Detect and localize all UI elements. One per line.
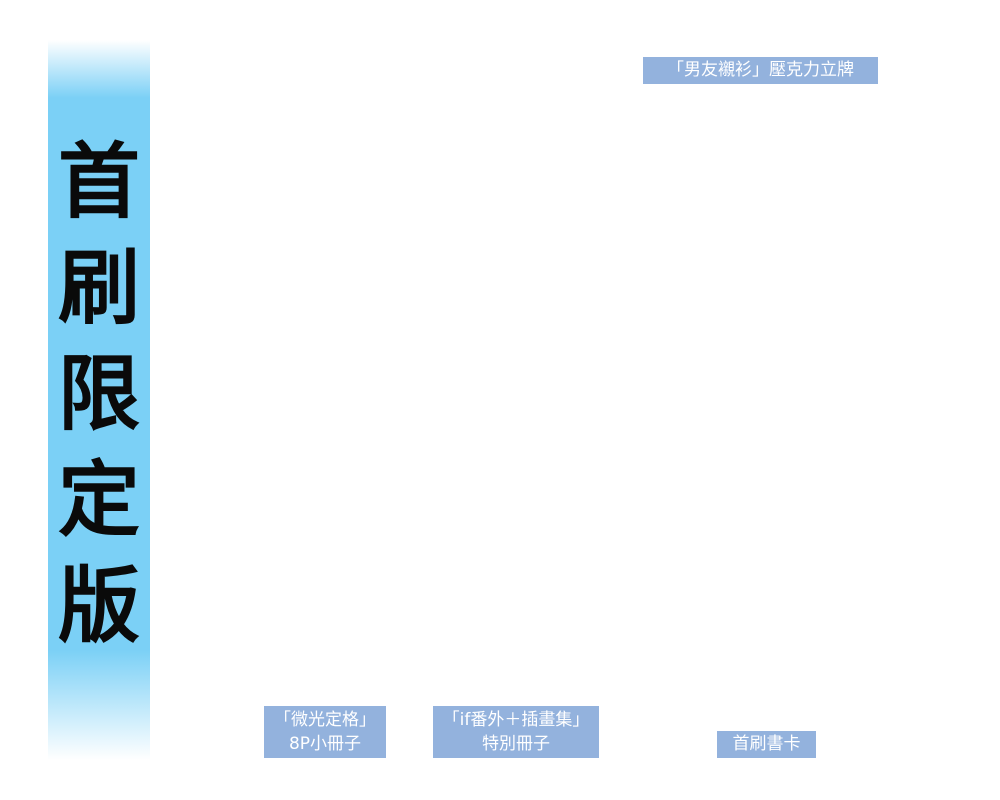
title-char: 首	[57, 135, 140, 230]
first-print-limited-title: 首 刷 限 定 版	[48, 130, 150, 660]
title-char: 定	[57, 453, 140, 548]
special-booklet-label: 「if番外＋插畫集」 特別冊子	[433, 706, 599, 758]
special-booklet-label-title: 「if番外＋插畫集」	[442, 710, 590, 730]
booklet-label-title: 「微光定格」	[274, 710, 376, 730]
title-char: 刷	[57, 241, 140, 336]
acrylic-stand-label: 「男友襯衫」壓克力立牌	[643, 57, 878, 84]
side-banner	[48, 40, 150, 760]
special-booklet-label-subtitle: 特別冊子	[482, 734, 550, 754]
book-card-label: 首刷書卡	[717, 731, 816, 758]
booklet-label-subtitle: 8P小冊子	[288, 734, 362, 754]
title-char: 限	[57, 347, 140, 442]
title-char: 版	[57, 559, 140, 654]
booklet-label: 「微光定格」 8P小冊子	[264, 706, 386, 758]
